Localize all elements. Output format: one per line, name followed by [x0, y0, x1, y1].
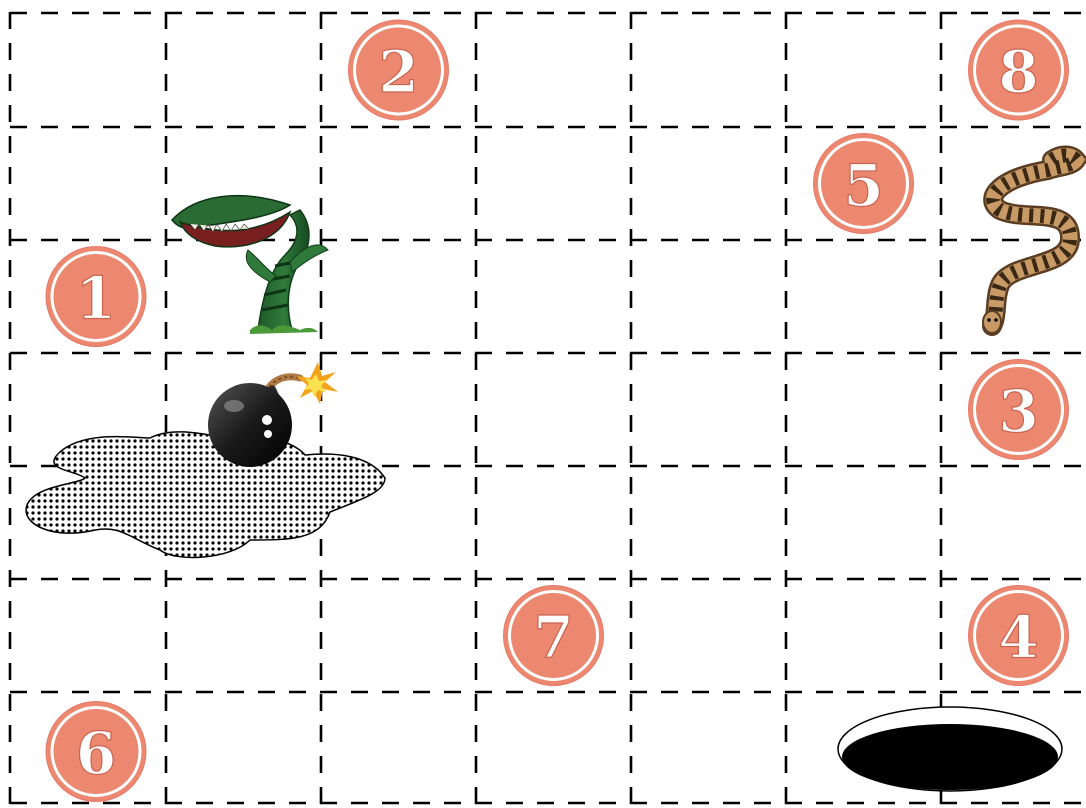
token-label: 8 [998, 38, 1038, 106]
token-label: 1 [76, 265, 116, 333]
token-layer: 1 2 3 4 5 6 7 8 [46, 20, 1069, 802]
snake-icon [983, 155, 1076, 333]
token-label: 7 [533, 604, 573, 672]
token-4[interactable]: 4 [969, 586, 1069, 686]
token-label: 3 [998, 378, 1038, 446]
grid-lines [10, 12, 1086, 808]
token-7[interactable]: 7 [504, 586, 604, 686]
hole-icon [838, 707, 1062, 791]
token-label: 5 [843, 152, 883, 220]
token-5[interactable]: 5 [814, 134, 914, 234]
token-label: 6 [76, 720, 116, 788]
token-label: 4 [998, 604, 1038, 672]
token-8[interactable]: 8 [969, 20, 1069, 120]
token-3[interactable]: 3 [969, 360, 1069, 460]
token-1[interactable]: 1 [46, 247, 146, 347]
token-label: 2 [378, 38, 418, 106]
puddle-icon [26, 432, 385, 558]
bomb-icon [208, 362, 338, 467]
token-2[interactable]: 2 [349, 20, 449, 120]
carnivorous-plant-icon [172, 196, 328, 334]
token-6[interactable]: 6 [46, 702, 146, 802]
